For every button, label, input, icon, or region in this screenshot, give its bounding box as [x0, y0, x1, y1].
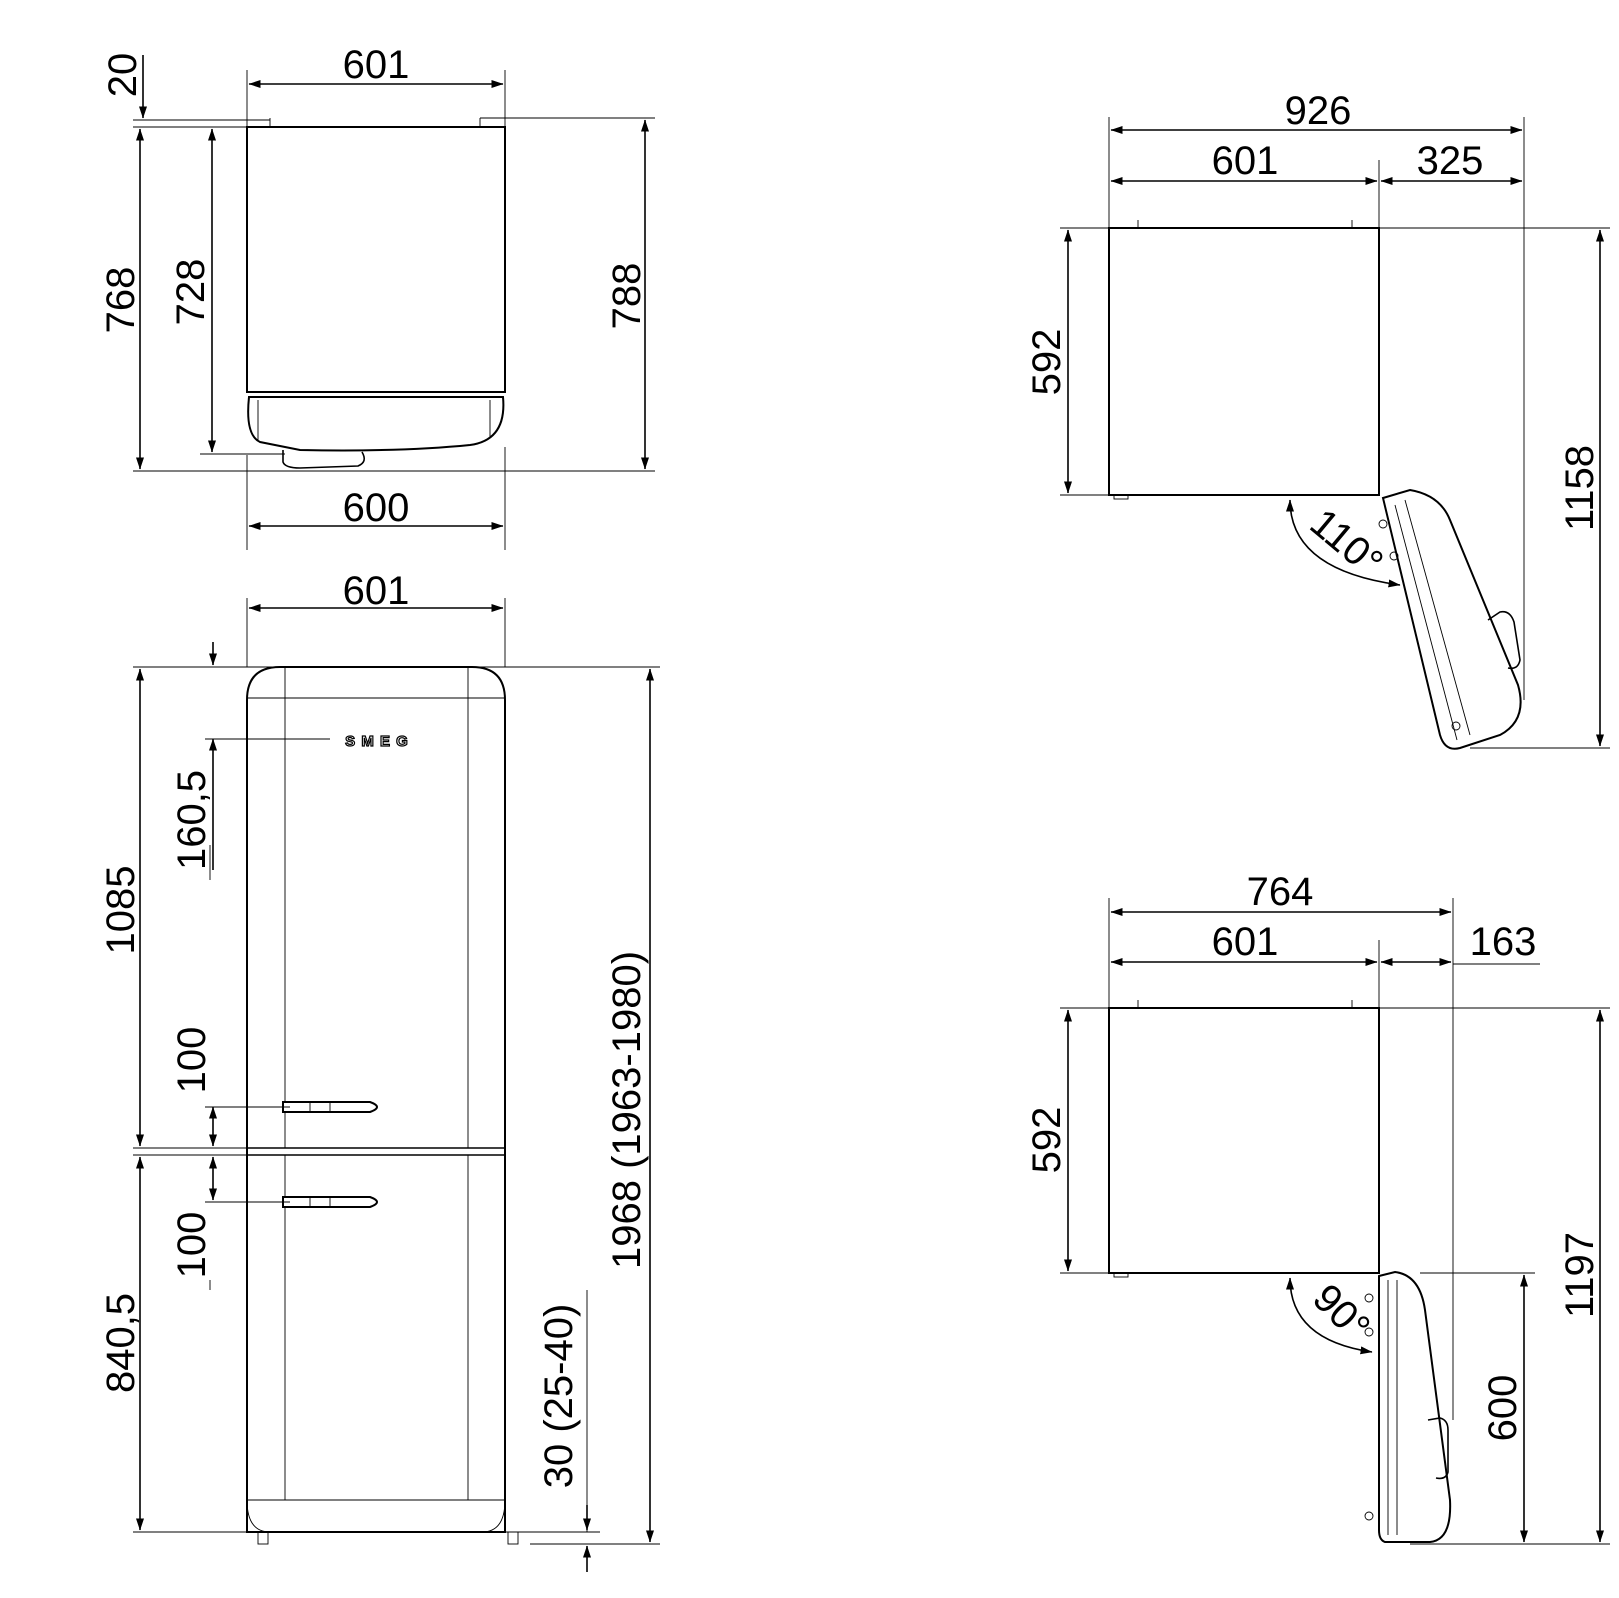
label-110-total-depth: 1158 [1558, 445, 1602, 531]
label-depth-left: 768 [99, 267, 143, 334]
label-depth-right: 788 [605, 263, 649, 330]
door-110-cabinet [1108, 227, 1380, 496]
label-depth-inner: 728 [169, 259, 213, 326]
brand-logo: S M E G [345, 733, 409, 750]
label-110-body-width: 601 [1212, 139, 1279, 183]
front-foot-left [257, 1531, 269, 1545]
label-90-overall: 764 [1247, 870, 1314, 914]
label-90-body-depth: 592 [1025, 1107, 1069, 1174]
top-view: 601 20 768 728 788 600 [99, 43, 655, 550]
door-90-door [1378, 1270, 1452, 1543]
angle-arc-90 [1286, 1277, 1373, 1355]
door-110-view: 926 601 325 592 1158 110° [1025, 89, 1610, 750]
label-90-total-depth: 1197 [1558, 1232, 1602, 1318]
label-feet: 30 (25-40) [537, 1304, 581, 1489]
top-view-handle [282, 450, 366, 469]
door-110-handle [1487, 610, 1521, 670]
label-lower-handle: 100 [170, 1212, 214, 1279]
label-90-extension: 163 [1470, 920, 1537, 964]
label-rear-offset: 20 [101, 53, 145, 98]
upper-door-outline [284, 667, 469, 698]
label-110-extension: 325 [1417, 139, 1484, 183]
label-110-body-depth: 592 [1025, 329, 1069, 396]
top-view-door [247, 396, 505, 452]
label-upper-height: 1085 [99, 866, 143, 955]
label-90-door-width: 600 [1481, 1375, 1525, 1442]
label-bottom-width: 600 [343, 486, 410, 530]
label-lower-height: 840,5 [99, 1293, 143, 1393]
label-top-width: 601 [343, 43, 410, 87]
front-foot-right [507, 1531, 519, 1545]
label-front-width: 601 [343, 569, 410, 613]
label-90-angle: 90° [1304, 1276, 1378, 1350]
label-upper-handle: 100 [170, 1027, 214, 1094]
front-view-cabinet [246, 666, 506, 1533]
label-logo-offset: 160,5 [170, 770, 214, 870]
angle-arc-110 [1286, 499, 1401, 588]
label-total-height: 1968 (1963-1980) [605, 951, 649, 1269]
label-90-body-width: 601 [1212, 920, 1279, 964]
door-90-view: 764 601 163 592 600 1197 90° [1025, 870, 1610, 1545]
door-110-door [1381, 488, 1522, 750]
door-90-handle [1427, 1417, 1449, 1480]
label-110-overall: 926 [1285, 89, 1352, 133]
door-90-cabinet [1108, 1007, 1380, 1274]
top-view-cabinet [246, 126, 506, 393]
front-view: S M E G 601 160,5 1085 [99, 569, 660, 1572]
